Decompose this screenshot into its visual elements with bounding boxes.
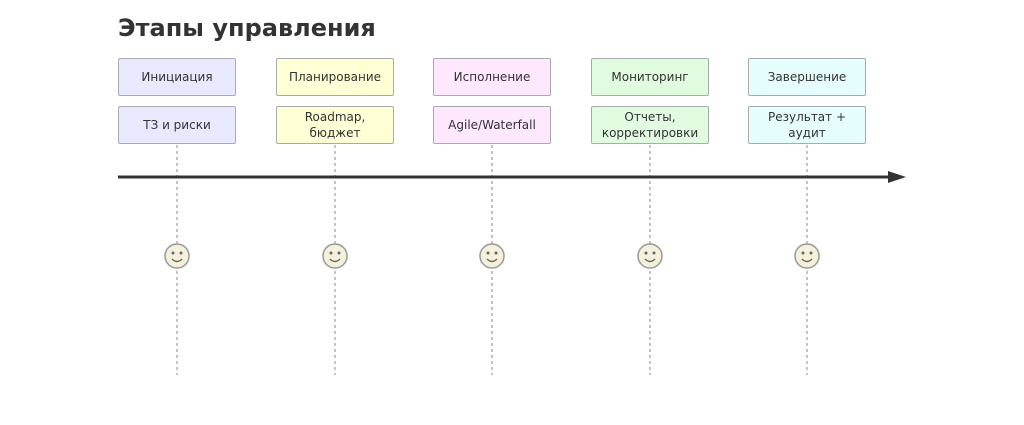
detail-box-monitoring: Отчеты, корректировки xyxy=(591,106,709,144)
detail-box-closure: Результат + аудит xyxy=(748,106,866,144)
smiley-face-icon xyxy=(164,243,190,269)
page-title: Этапы управления xyxy=(118,14,376,42)
stage-box-planning: Планирование xyxy=(276,58,394,96)
stage-box-monitoring: Мониторинг xyxy=(591,58,709,96)
timeline-axis xyxy=(118,171,906,183)
smiley-face-icon xyxy=(479,243,505,269)
timeline-arrow-head xyxy=(888,171,906,183)
smiley-face-icon xyxy=(637,243,663,269)
stage-box-closure: Завершение xyxy=(748,58,866,96)
detail-box-planning: Roadmap, бюджет xyxy=(276,106,394,144)
detail-box-initiation: ТЗ и риски xyxy=(118,106,236,144)
stage-box-initiation: Инициация xyxy=(118,58,236,96)
detail-box-execution: Agile/Waterfall xyxy=(433,106,551,144)
stage-markers xyxy=(164,243,820,269)
stage-box-execution: Исполнение xyxy=(433,58,551,96)
smiley-face-icon xyxy=(794,243,820,269)
smiley-face-icon xyxy=(322,243,348,269)
